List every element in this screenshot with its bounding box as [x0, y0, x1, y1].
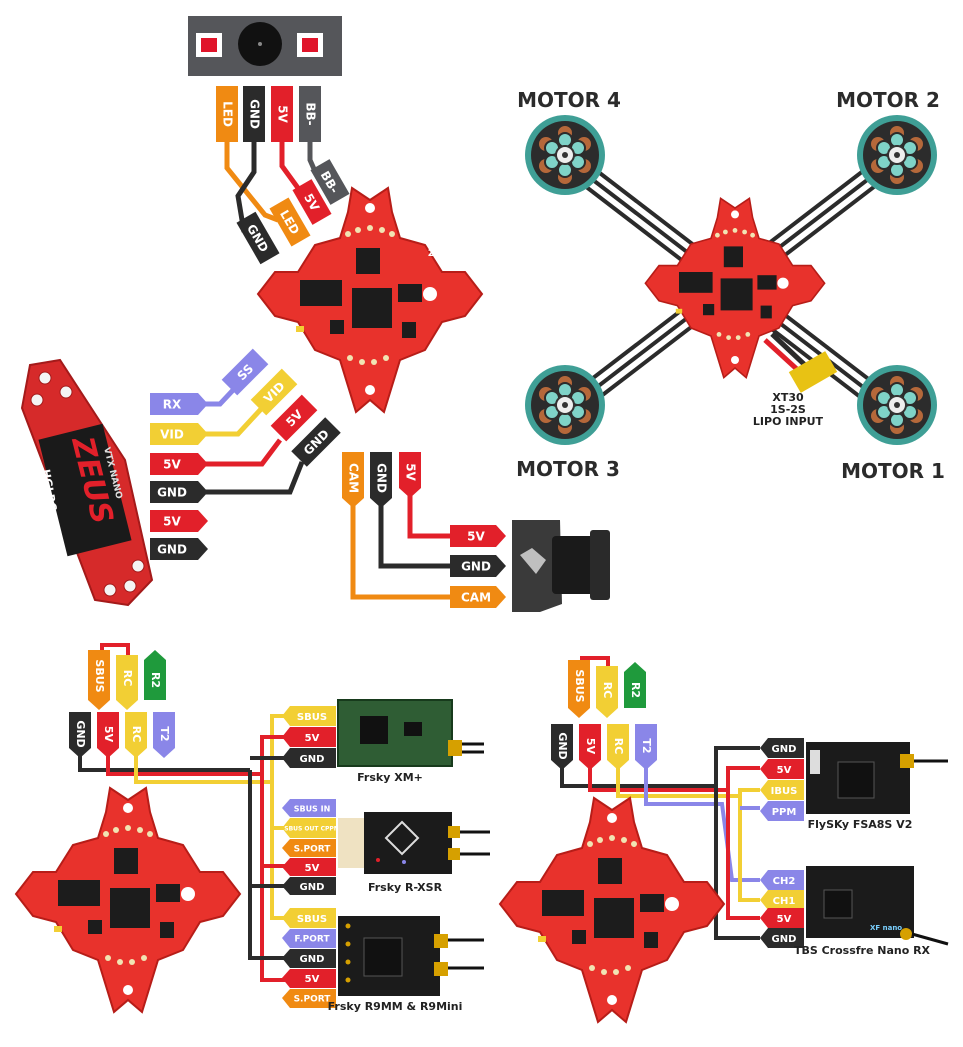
bottom-right-diagram: SBUS RC R2 GND 5V RC T2 GND 5V IBUS PPM	[499, 656, 949, 1023]
fc-pad-label: SBUS	[93, 659, 106, 692]
motor-2	[856, 114, 938, 196]
receiver-pin-label: GND	[300, 754, 325, 765]
cam-tag-label: CAM	[347, 463, 361, 493]
motor-4	[524, 114, 606, 196]
vtx-pin-label: RX	[163, 398, 182, 412]
fc-pad-label: RC	[601, 682, 614, 699]
frsky-r-xsr: SBUS IN SBUS OUT CPPM S.PORT 5V GND Frsk…	[282, 799, 490, 895]
tbs-crossfire-nano: CH2 CH1 5V GND XF nano TBS Crossfre Nano…	[760, 866, 949, 957]
receiver-pin-label: GND	[772, 744, 797, 755]
receiver-name: Frsky XM+	[357, 771, 423, 784]
cam-tag-label: GND	[375, 463, 389, 493]
motor-3	[524, 364, 606, 446]
receiver-pin-label: PPM	[772, 807, 797, 818]
camera-wires	[350, 495, 450, 600]
motor-label: MOTOR 1	[841, 459, 945, 483]
fc-pad-label: GND	[556, 732, 569, 759]
receiver-pin-label: 5V	[305, 863, 320, 874]
receiver-pin-label: SBUS	[297, 914, 327, 925]
flight-controller-bottom-left	[15, 787, 241, 1013]
flight-controller-top: Zeus 5	[257, 187, 483, 413]
receiver-pin-label: SBUS	[297, 712, 327, 723]
cam-pin-label: GND	[461, 560, 491, 574]
receiver-pin-label: 5V	[777, 765, 792, 776]
vtx-pin-label: 5V	[163, 515, 181, 529]
receiver-pin-label: GND	[300, 882, 325, 893]
receiver-pin-label: F.PORT	[294, 935, 330, 945]
receiver-pin-label: GND	[772, 934, 797, 945]
led-buzzer-board	[188, 16, 342, 76]
receiver-pin-label: CH1	[773, 896, 796, 907]
motor-1	[856, 364, 938, 446]
motor-label: MOTOR 3	[516, 457, 620, 481]
battery-label: LIPO INPUT	[753, 415, 824, 428]
vtx-pin-label: GND	[157, 486, 187, 500]
vtx-fc-tags: SS VID 5V GND	[221, 348, 341, 467]
fc-pad-label: R2	[629, 682, 642, 698]
led-pin-label: LED	[221, 101, 235, 127]
fc-pad-label: RC	[121, 670, 134, 687]
receiver-pin-label: S.PORT	[294, 995, 332, 1005]
camera-pin-tags: CAM GND 5V 5V GND CAM	[342, 452, 506, 608]
flysky-fsa8s: GND 5V IBUS PPM FlySKy FSA8S V2	[760, 738, 948, 831]
receiver-pin-label: SBUS IN	[294, 805, 331, 814]
frsky-r9mm: SBUS F.PORT GND 5V S.PORT Frsky R9MM & R…	[282, 908, 484, 1013]
receiver-pin-label: 5V	[305, 733, 320, 744]
fc-pad-label: GND	[74, 720, 87, 747]
vtx-board: HGLRC ZEUS VTX NANO	[20, 358, 154, 607]
fc-pad-label: 5V	[584, 738, 597, 755]
tbs-board-text: XF nano	[870, 924, 902, 932]
fc-label: Zeus 5	[428, 249, 462, 259]
fc-pad-label: 5V	[102, 726, 115, 743]
receiver-pin-label: CH2	[773, 876, 796, 887]
vtx-pin-label: GND	[157, 543, 187, 557]
camera	[512, 520, 610, 612]
flight-controller-bottom-right	[499, 797, 725, 1023]
cam-pin-label: 5V	[467, 530, 485, 544]
battery-label: 1S-2S	[770, 403, 806, 416]
receiver-name: FlySKy FSA8S V2	[808, 818, 913, 831]
motor-label: MOTOR 4	[517, 88, 621, 112]
receiver-name: Frsky R9MM & R9Mini	[328, 1000, 463, 1013]
vtx-pin-label: VID	[160, 428, 184, 442]
fc-pad-label: SBUS	[573, 669, 586, 702]
receiver-pin-label: 5V	[305, 974, 320, 985]
led-pin-tags: LED GND 5V BB-	[216, 86, 321, 142]
receiver-pin-label: SBUS OUT CPPM	[284, 826, 340, 833]
vtx-pin-tags: RX VID 5V GND 5V GND	[150, 393, 208, 560]
battery-label: XT30	[772, 391, 804, 404]
receiver-name: TBS Crossfre Nano RX	[794, 944, 931, 957]
fc-pad-label: T2	[640, 738, 653, 753]
quad-layout: XT30 1S-2S LIPO INPUT MOTOR 4 MOTOR 2 MO…	[516, 88, 945, 483]
cam-pin-label: CAM	[461, 591, 491, 605]
vtx-pin-label: 5V	[163, 458, 181, 472]
led-pin-label: 5V	[276, 105, 290, 123]
receiver-name: Frsky R-XSR	[368, 881, 443, 894]
cam-tag-label: 5V	[404, 463, 418, 481]
receiver-pin-label: S.PORT	[294, 845, 332, 855]
frsky-xm-plus: SBUS 5V GND Frsky XM+	[282, 699, 484, 784]
receiver-pin-label: 5V	[777, 914, 792, 925]
led-pin-label: BB-	[304, 102, 318, 125]
fc-pad-label: RC	[130, 726, 143, 743]
motor-label: MOTOR 2	[836, 88, 940, 112]
receiver-pin-label: GND	[300, 954, 325, 965]
bottom-left-diagram: SBUS RC R2 GND 5V RC T2 SBUS 5V GND	[15, 643, 490, 1013]
led-pin-label: GND	[248, 99, 262, 129]
battery-connector	[763, 332, 838, 393]
fc-pad-label: RC	[612, 738, 625, 755]
fc-pad-label: R2	[149, 672, 162, 688]
receiver-pin-label: IBUS	[771, 786, 798, 797]
fc-pad-label: T2	[158, 726, 171, 741]
